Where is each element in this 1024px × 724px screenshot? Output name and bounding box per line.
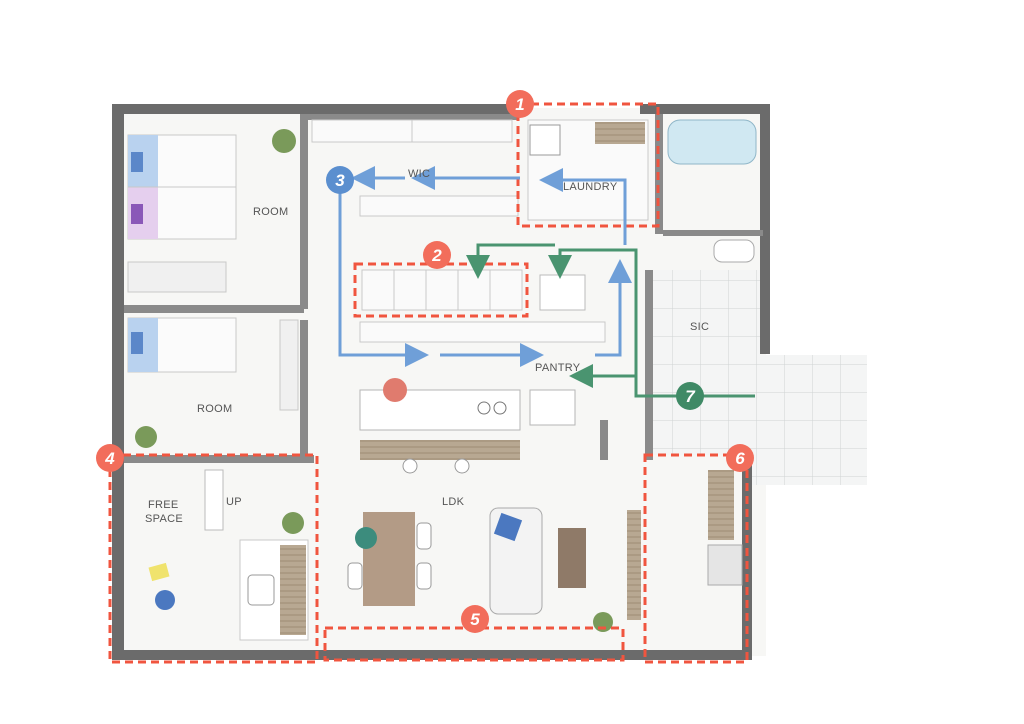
- washer-icon: [529, 124, 561, 156]
- label-wic: WIC: [408, 168, 430, 180]
- flow-green: [466, 243, 755, 398]
- dining-table: [363, 512, 415, 606]
- plant-icon: [272, 129, 296, 153]
- sic-tiles: [650, 270, 760, 455]
- stairs: [204, 469, 224, 531]
- marker-7: 7: [676, 382, 704, 410]
- svg-text:5: 5: [470, 610, 480, 629]
- pantry-counter: [359, 321, 606, 343]
- svg-text:1: 1: [515, 95, 524, 114]
- label-ldk: LDK: [442, 496, 465, 508]
- tv-board: [627, 510, 641, 620]
- bathtub-icon: [667, 119, 757, 165]
- bed-top: [127, 134, 237, 240]
- marker-5: 5: [461, 605, 489, 633]
- label-room-top: ROOM: [253, 206, 288, 218]
- label-free-space-1: FREE: [148, 499, 179, 511]
- svg-text:6: 6: [735, 449, 745, 468]
- label-room-bottom: ROOM: [197, 403, 232, 415]
- bench: [708, 470, 734, 540]
- closet-top: [127, 261, 227, 293]
- storage-shelves: [361, 269, 523, 311]
- svg-text:3: 3: [335, 171, 345, 190]
- marker-1: 1: [506, 90, 534, 118]
- cushion-icon: [493, 512, 523, 542]
- chair: [247, 574, 275, 606]
- marker-3: 3: [326, 166, 354, 194]
- coffee-table: [558, 528, 586, 588]
- label-laundry: LAUNDRY: [563, 181, 618, 193]
- zone-6-room: [643, 453, 749, 664]
- plant-icon: [135, 426, 157, 448]
- label-sic: SIC: [690, 321, 709, 333]
- outer-walls: [112, 104, 770, 660]
- person-cooking-icon: [383, 378, 407, 402]
- fridge-icon: [529, 389, 576, 426]
- svg-text:4: 4: [104, 449, 115, 468]
- entry-porch-tiles: [745, 355, 867, 485]
- toilet-icon: [713, 239, 755, 263]
- sink-icon: [539, 274, 586, 311]
- marker-6: 6: [726, 444, 754, 472]
- kitchen-island: [359, 389, 521, 431]
- closet-bottom: [279, 319, 299, 411]
- child-playing-icon: [155, 590, 175, 610]
- person-dining-icon: [355, 527, 377, 549]
- zone-1-laundry: [516, 102, 660, 228]
- plant-icon: [282, 512, 304, 534]
- svg-text:2: 2: [431, 246, 442, 265]
- laundry-counter: [595, 122, 645, 144]
- bar-counter: [360, 440, 520, 460]
- wic-shelves: [311, 119, 519, 217]
- label-stair-up: UP: [226, 496, 242, 508]
- flow-blue: [338, 166, 632, 367]
- label-pantry: PANTRY: [535, 362, 581, 374]
- label-free-space-2: SPACE: [145, 513, 183, 525]
- marker-2: 2: [423, 241, 451, 269]
- marker-4: 4: [96, 444, 124, 472]
- svg-text:7: 7: [685, 387, 696, 406]
- bed-bottom: [127, 317, 237, 373]
